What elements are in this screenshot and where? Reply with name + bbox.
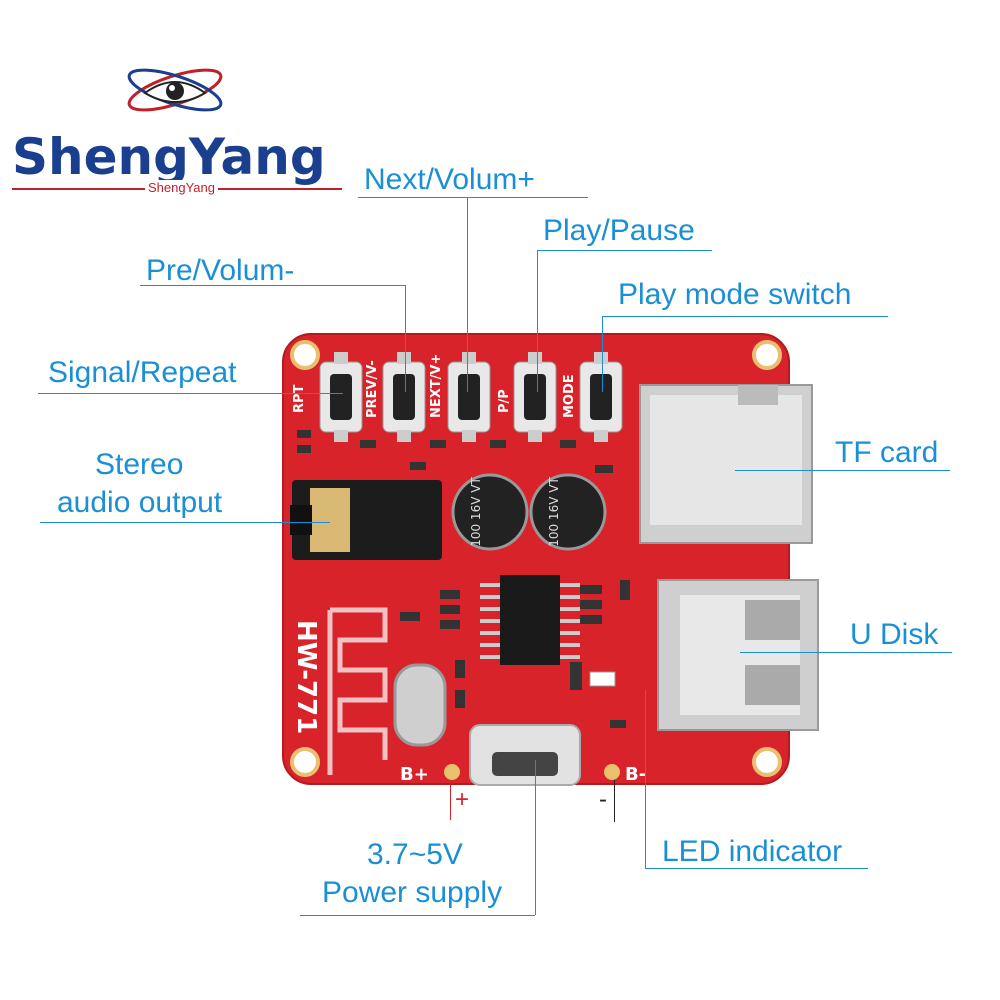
label-led-indicator: LED indicator	[662, 835, 843, 868]
smd-components	[297, 430, 630, 728]
polarity-minus: -	[599, 786, 607, 813]
callout-line-led	[645, 690, 646, 868]
label-u-disk: U Disk	[850, 618, 939, 651]
callout-line-mode	[602, 316, 888, 317]
label-next-volume-up: Next/Volum+	[364, 163, 535, 196]
tf-card-slot	[639, 384, 813, 544]
ic-chip	[480, 575, 580, 665]
callout-line-prev	[405, 285, 406, 392]
callout-line-repeat	[38, 393, 343, 394]
polarity-plus: +	[455, 786, 470, 813]
callout-line-tf	[735, 470, 950, 471]
pad-positive	[444, 764, 460, 780]
board-model: HW-771	[291, 620, 321, 734]
callout-line-udisk	[740, 652, 952, 653]
label-power-supply: Power supply	[322, 876, 503, 909]
callout-line-playpause	[537, 250, 712, 251]
label-play-pause: Play/Pause	[543, 214, 695, 247]
capacitor-text: 100 16V VT	[547, 477, 561, 547]
pcb-antenna	[327, 607, 388, 775]
crystal	[393, 663, 447, 747]
callout-line-power	[535, 760, 536, 915]
callout-line-prev	[140, 285, 405, 286]
brand-logo	[120, 55, 230, 125]
brand-name: ShengYang	[12, 128, 326, 186]
label-voltage: 3.7~5V	[367, 838, 463, 871]
audio-jack	[290, 480, 442, 560]
label-prev-volume-down: Pre/Volum-	[146, 254, 295, 287]
callout-line-led	[645, 868, 868, 869]
polarity-line-positive	[450, 780, 451, 820]
callout-line-mode	[602, 316, 603, 392]
silk-prev: PREV/V-	[365, 360, 380, 418]
callout-line-stereo	[40, 522, 330, 523]
label-tf-card: TF card	[835, 436, 939, 469]
tact-buttons	[319, 352, 623, 442]
callout-line-power	[300, 915, 535, 916]
mounting-holes	[290, 340, 782, 777]
led	[589, 671, 616, 687]
label-play-mode-switch: Play mode switch	[618, 278, 852, 311]
eye-icon	[127, 68, 223, 112]
silk-pp: P/P	[497, 389, 512, 413]
capacitors: 100 16V VT 100 16V VT	[451, 473, 607, 551]
callout-line-next	[467, 197, 468, 392]
micro-usb-port	[469, 724, 581, 786]
brand-subtitle: ShengYang	[145, 180, 218, 195]
callout-line-playpause	[537, 250, 538, 392]
silk-mode: MODE	[562, 374, 577, 418]
silk-rpt: RPT	[292, 384, 307, 413]
capacitor-text: 100 16V VT	[469, 477, 483, 547]
label-signal-repeat: Signal/Repeat	[48, 356, 237, 389]
silk-next: NEXT/V+	[429, 354, 444, 418]
polarity-line-negative	[614, 780, 615, 822]
silk-b-minus: B-	[625, 764, 646, 785]
usb-a-port	[657, 579, 819, 731]
silk-b-plus: B+	[400, 764, 429, 785]
button-silkscreen: RPT PREV/V- NEXT/V+ P/P MODE	[292, 354, 577, 418]
pad-negative	[604, 764, 620, 780]
callout-line-next	[358, 197, 588, 198]
label-audio-output: audio output	[57, 486, 223, 519]
label-stereo: Stereo	[95, 448, 184, 481]
